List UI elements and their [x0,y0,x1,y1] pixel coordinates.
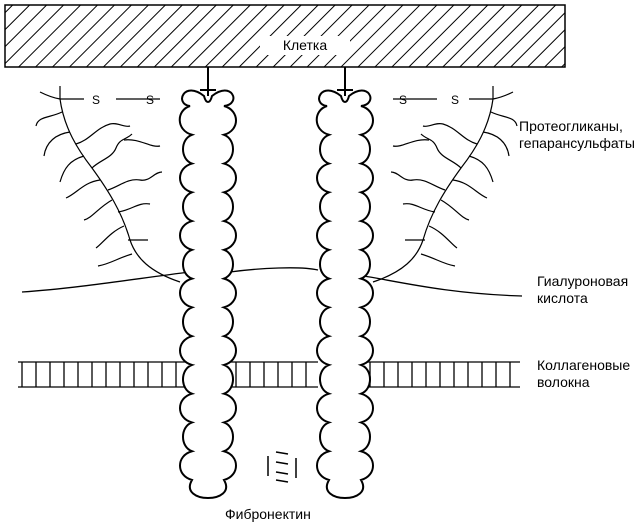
collagen-fibers [18,361,520,388]
disulfide-s-right-2: S [451,93,459,107]
disulfide-s-right-1: S [399,93,407,107]
collagen-label-line2: волокна [537,374,590,390]
hyaluronic-label-line1: Гиалуроновая [537,273,629,289]
fibronectin-left-chain [178,89,237,499]
membrane-anchors [200,67,353,96]
hyaluronic-acid-line [21,267,523,297]
cell-label: Клетка [260,36,350,55]
proteoglycan-left [35,86,181,283]
proteoglycans-label-line2: гепарансульфаты [519,135,635,151]
fibronectin-label: Фибронектин [225,506,311,522]
disulfide-s-left-2: S [146,93,154,107]
proteoglycans-label: Протеогликаны, гепарансульфаты [519,118,635,152]
proteoglycans-label-line1: Протеогликаны, [519,118,623,134]
disulfide-s-left-1: S [92,93,100,107]
proteoglycan-right [372,86,518,283]
interchain-link [267,451,297,483]
fibronectin-right-chain [315,89,374,499]
hyaluronic-label-line2: кислота [537,290,588,306]
hyaluronic-label: Гиалуроновая кислота [537,273,628,307]
fibronectin-chains [178,89,374,499]
collagen-label-line1: Коллагеновые [537,357,631,373]
collagen-label: Коллагеновые волокна [537,357,630,391]
